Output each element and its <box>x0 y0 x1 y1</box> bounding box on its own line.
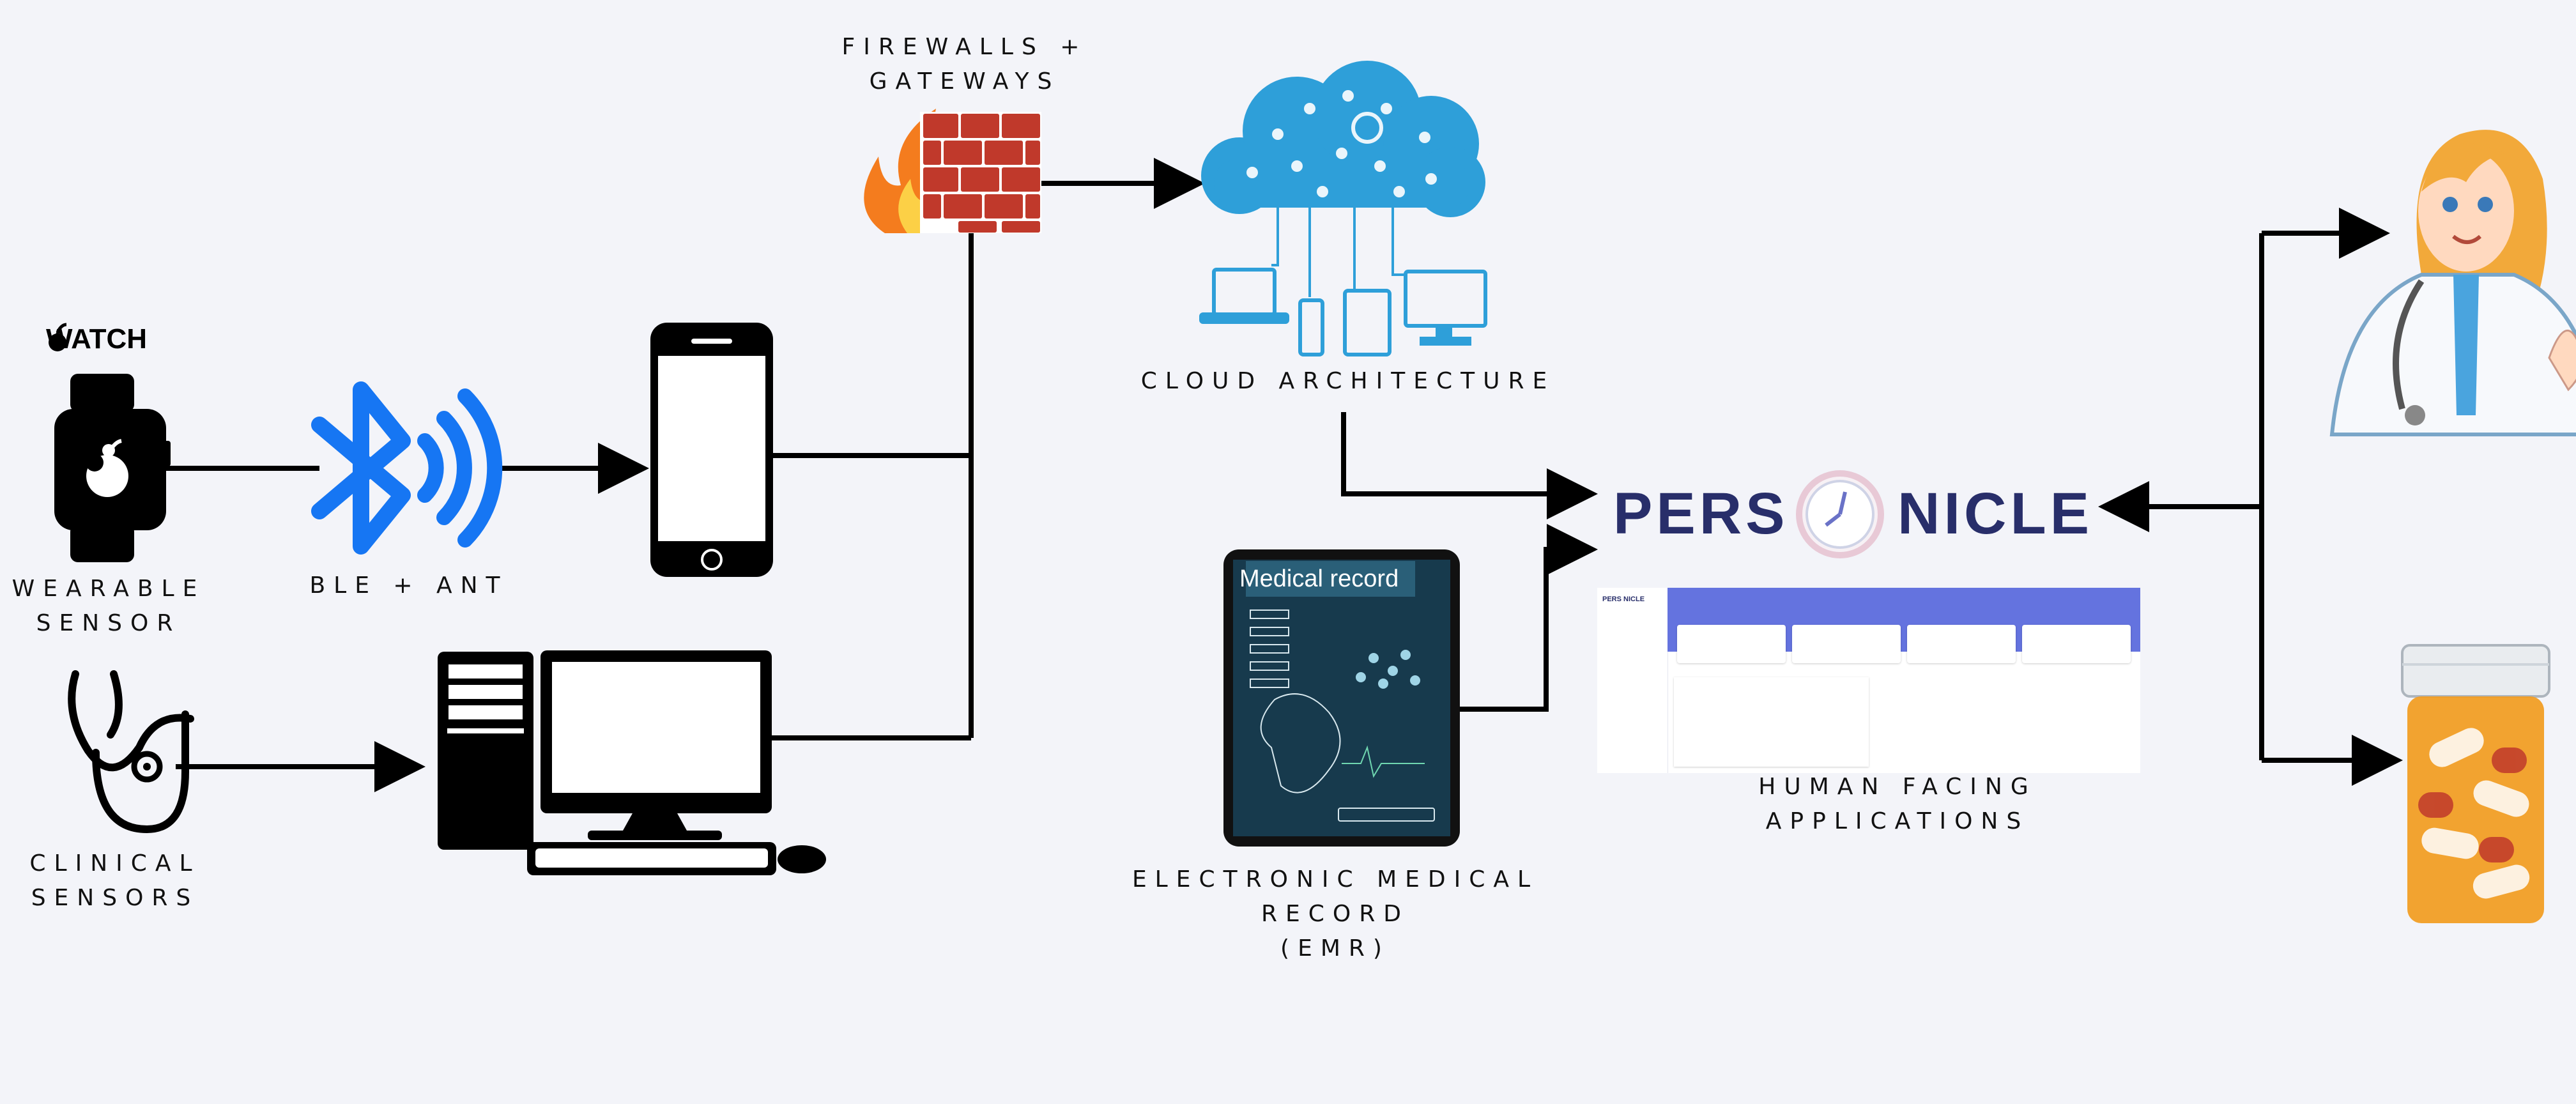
firewall-icon <box>864 109 1041 233</box>
hfa-label-line2: APPLICATIONS <box>1765 808 2030 834</box>
tablet-icon <box>1223 549 1460 847</box>
clinical-label-line1: CLINICAL <box>29 850 201 877</box>
bluetooth-icon <box>311 381 503 555</box>
human-facing-app-screenshot: PERS NICLE <box>1597 588 2140 773</box>
cloud-devices-icon <box>1199 268 1487 356</box>
app-timeline-panel <box>1674 677 1869 767</box>
human-facing-applications-label: HUMAN FACING APPLICATIONS <box>1725 770 2070 839</box>
firewalls-label-line2: GATEWAYS <box>869 68 1061 95</box>
watch-logo-text: WATCH <box>46 323 148 355</box>
pill-bottle-icon <box>2401 644 2550 923</box>
smartphone-icon <box>650 323 773 577</box>
ble-ant-label: BLE + ANT <box>309 572 509 599</box>
desktop-computer-icon <box>438 650 826 875</box>
app-sidebar: PERS NICLE <box>1597 588 1668 773</box>
firewalls-label-line1: FIREWALLS + <box>841 34 1088 60</box>
doctor-icon <box>2329 130 2576 436</box>
stethoscope-icon <box>68 670 194 834</box>
personicle-logo-icon <box>1796 470 1884 558</box>
cloud-architecture-label: CLOUD ARCHITECTURE <box>1140 368 1556 394</box>
personicle-logo-right: NICLE <box>1897 481 2093 546</box>
connectors <box>166 158 2403 792</box>
emr-to-personicle-arrow <box>1460 524 1598 712</box>
personicle-logo-left: PERS <box>1613 481 1789 546</box>
cloud-icon <box>1199 61 1487 356</box>
emr-label-line3: (EMR) <box>1280 935 1390 962</box>
emr-label-line1: ELECTRONIC MEDICAL <box>1131 866 1539 893</box>
app-card <box>1907 625 2016 663</box>
apple-watch-icon <box>54 374 171 562</box>
medical-record-title: Medical record <box>1239 565 1399 592</box>
wearable-sensor-label: WEARABLE SENSOR <box>10 572 208 641</box>
wearable-label-line2: SENSOR <box>36 610 181 636</box>
watch-logo-apple-icon <box>49 323 67 351</box>
app-card <box>2022 625 2131 663</box>
clinical-sensors-label: CLINICAL SENSORS <box>13 847 217 916</box>
wearable-label-line1: WEARABLE <box>12 576 206 602</box>
clinical-label-line2: SENSORS <box>31 885 199 911</box>
firewalls-gateways-label: FIREWALLS + GATEWAYS <box>824 30 1105 99</box>
hfa-label-line1: HUMAN FACING <box>1758 774 2037 800</box>
app-brand: PERS NICLE <box>1602 595 1645 603</box>
emr-label-line2: RECORD <box>1261 901 1409 927</box>
emr-label: ELECTRONIC MEDICAL RECORD (EMR) <box>1124 862 1546 966</box>
cloud-to-personicle-arrow <box>1341 412 1598 519</box>
app-card <box>1792 625 1901 663</box>
app-card <box>1677 625 1786 663</box>
